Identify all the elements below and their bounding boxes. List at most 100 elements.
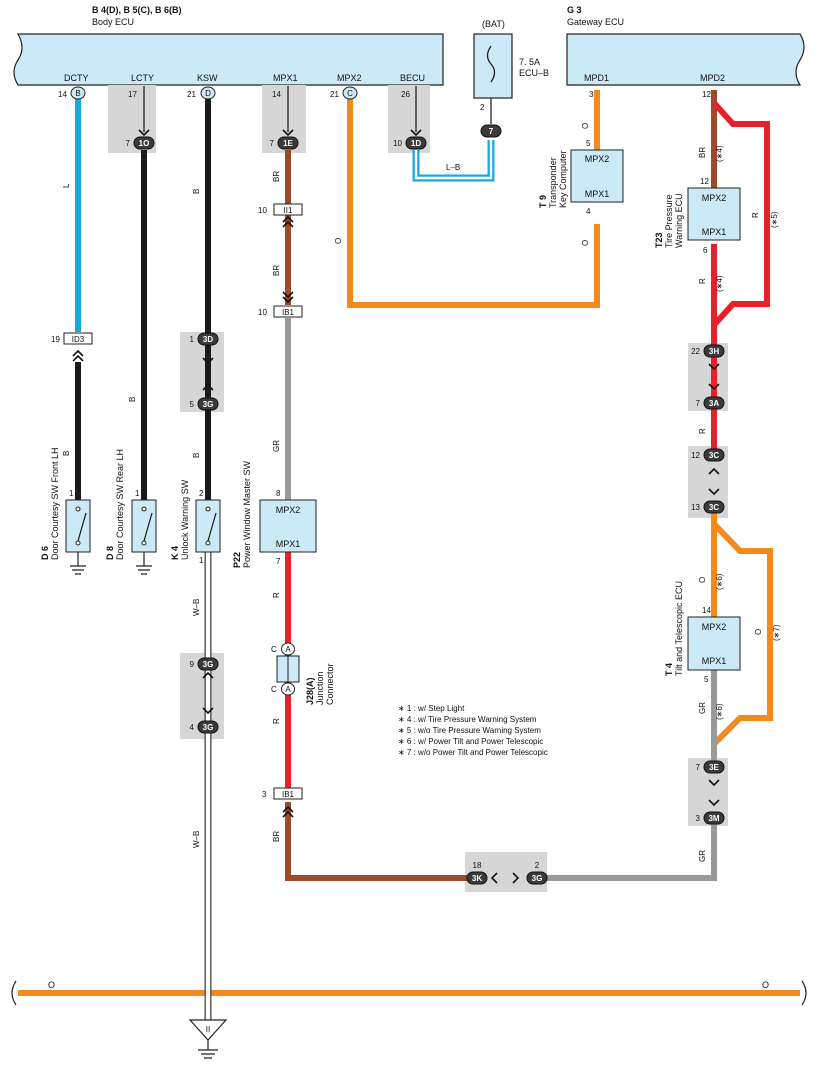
junction-pin: 1 xyxy=(190,335,195,344)
pin-mpd1: 3 xyxy=(589,90,594,99)
j28-bottom-mark xyxy=(281,682,295,696)
note-4-b: (∗4) xyxy=(715,275,724,292)
arrow-3k-3g xyxy=(490,872,520,884)
ground-icon-d6 xyxy=(70,565,86,575)
pin-mark-dcty-text: B xyxy=(75,89,80,98)
wire-r-bypass xyxy=(711,100,770,328)
label-gr-p22: GR xyxy=(272,440,281,452)
label-br-3: BR xyxy=(272,831,281,842)
junction-pill-label: 1E xyxy=(283,139,293,148)
fuse-icon xyxy=(486,45,496,83)
label-wb-1: W–B xyxy=(192,599,201,616)
junction-pin: 10 xyxy=(393,139,402,148)
module-t9-box xyxy=(570,149,624,203)
junction-pill-label: 3G xyxy=(203,660,214,669)
junction-pill-shape xyxy=(703,396,725,410)
label-lb: L–B xyxy=(446,163,460,172)
junction-pill-shape xyxy=(703,500,725,514)
d6-name: Door Courtesy SW Front LH xyxy=(50,447,60,560)
module-t23: MPX2 MPX1 12 6 xyxy=(687,177,741,255)
junction-pill-shape xyxy=(197,397,219,411)
junction-pin: 7 xyxy=(696,399,701,408)
pin-mark-mpx2-text: C xyxy=(347,89,353,98)
t4-code: T 4 xyxy=(664,663,674,676)
connector-arrows xyxy=(72,129,720,884)
t9-name2: Key Computer xyxy=(558,150,568,208)
label-o-mpx2: O xyxy=(334,238,343,244)
ground-triangle xyxy=(188,1019,228,1041)
junction-j-3G-a: 3G5 xyxy=(190,397,219,411)
wire-ib1-br-bottom xyxy=(285,802,470,881)
junction-pill-label: 3C xyxy=(709,451,719,460)
pin-becu: 26 xyxy=(401,90,410,99)
module-p22-mpx1: MPX1 xyxy=(276,539,301,549)
switch-d8-contact-top xyxy=(141,506,147,512)
label-gr-3m: GR xyxy=(698,850,707,862)
junction-pin: 12 xyxy=(691,451,700,460)
label-r-t23: R xyxy=(698,278,707,284)
t4-name: Tilt and Telescopic ECU xyxy=(674,581,684,676)
ground-symbol-bottom: II xyxy=(188,1019,228,1059)
junction-pill-shape xyxy=(526,871,548,885)
gateway-ecu-code: G 3 xyxy=(567,5,582,15)
body-ecu: B 4(D), B 5(C), B 6(B) Body ECU DCTY LCT… xyxy=(13,5,444,86)
label-b-ksw-2: B xyxy=(192,453,201,458)
j28-code: J28(A) xyxy=(305,677,315,705)
fuse-rating: 7. 5A xyxy=(519,57,540,67)
fuse-ecu-b: (BAT) 7. 5A ECU–B 2 xyxy=(473,19,549,112)
switch-d8-lever xyxy=(143,512,153,542)
junction-pill-label: 3C xyxy=(709,503,719,512)
label-o-t9: O xyxy=(581,240,590,246)
junction-pill-shape xyxy=(480,124,502,138)
connector-ib1-top xyxy=(273,305,303,318)
note-7: (∗7) xyxy=(772,624,781,641)
switch-d8-contact-bottom xyxy=(141,540,147,546)
arrow-mpx1 xyxy=(282,129,294,137)
notes-legend: ∗ 1 : w/ Step Light ∗ 4 : w/ Tire Pressu… xyxy=(398,704,548,757)
d8-name: Door Courtesy SW Rear LH xyxy=(115,449,125,560)
junction-pill-label: 3K xyxy=(472,874,482,883)
module-p22-pin-bottom: 7 xyxy=(276,557,281,566)
junction-pin: 13 xyxy=(691,503,700,512)
junction-pill-label: 3E xyxy=(709,763,719,772)
switch-k4-pin-top: 2 xyxy=(199,489,204,498)
module-t9: MPX2 MPX1 5 4 xyxy=(570,139,624,216)
wire-becu-lb-stripe xyxy=(414,140,493,180)
module-t4-pin-bottom: 5 xyxy=(704,675,709,684)
switch-k4: 2 1 xyxy=(195,489,221,565)
module-t23-pin-top: 12 xyxy=(700,177,709,186)
wire-labels: L B B B B W–B W–B BR BR GR R R BR O L–B … xyxy=(62,123,781,862)
j28-name1: Junction xyxy=(315,671,325,705)
bus-break-left xyxy=(11,980,17,1006)
junction-pill-label: 1O xyxy=(139,139,150,148)
pin-mark-dcty xyxy=(70,86,86,100)
junction-fuse-j: 7 xyxy=(480,124,502,138)
connector-ib1-bottom xyxy=(273,787,303,800)
note-5: (∗5) xyxy=(770,211,779,228)
connector-ib1-bottom-label: IB1 xyxy=(282,790,295,799)
junction-j-3D: 3D1 xyxy=(190,332,219,346)
bus-label-left: O xyxy=(48,980,55,990)
switch-k4-contact-top xyxy=(205,506,211,512)
pin-mpx1: 14 xyxy=(272,90,281,99)
junction-pill-label: 3H xyxy=(709,347,719,356)
bottom-bus: O O xyxy=(11,980,807,1006)
note-6-a: (∗6) xyxy=(715,573,724,590)
module-t9-mpx2: MPX2 xyxy=(585,154,610,164)
label-r-3h: R xyxy=(698,428,707,434)
arrow-3h-3a xyxy=(708,363,720,391)
pin-lcty: 17 xyxy=(128,90,137,99)
switch-d6-contact-bottom xyxy=(75,540,81,546)
component-labels: D 6 Door Courtesy SW Front LH D 8 Door C… xyxy=(40,150,684,705)
junction-pill-shape xyxy=(197,720,219,734)
pin-dcty: 14 xyxy=(58,90,67,99)
terminal-mpd1: MPD1 xyxy=(584,73,609,83)
terminal-dcty: DCTY xyxy=(64,73,89,83)
switch-d8: 1 xyxy=(131,489,157,575)
arrow-id3 xyxy=(72,349,84,362)
junction-pill-shape xyxy=(133,136,155,150)
body-ecu-pins: 14 B 17 21 D 14 21 C 26 3 12 xyxy=(58,86,711,132)
